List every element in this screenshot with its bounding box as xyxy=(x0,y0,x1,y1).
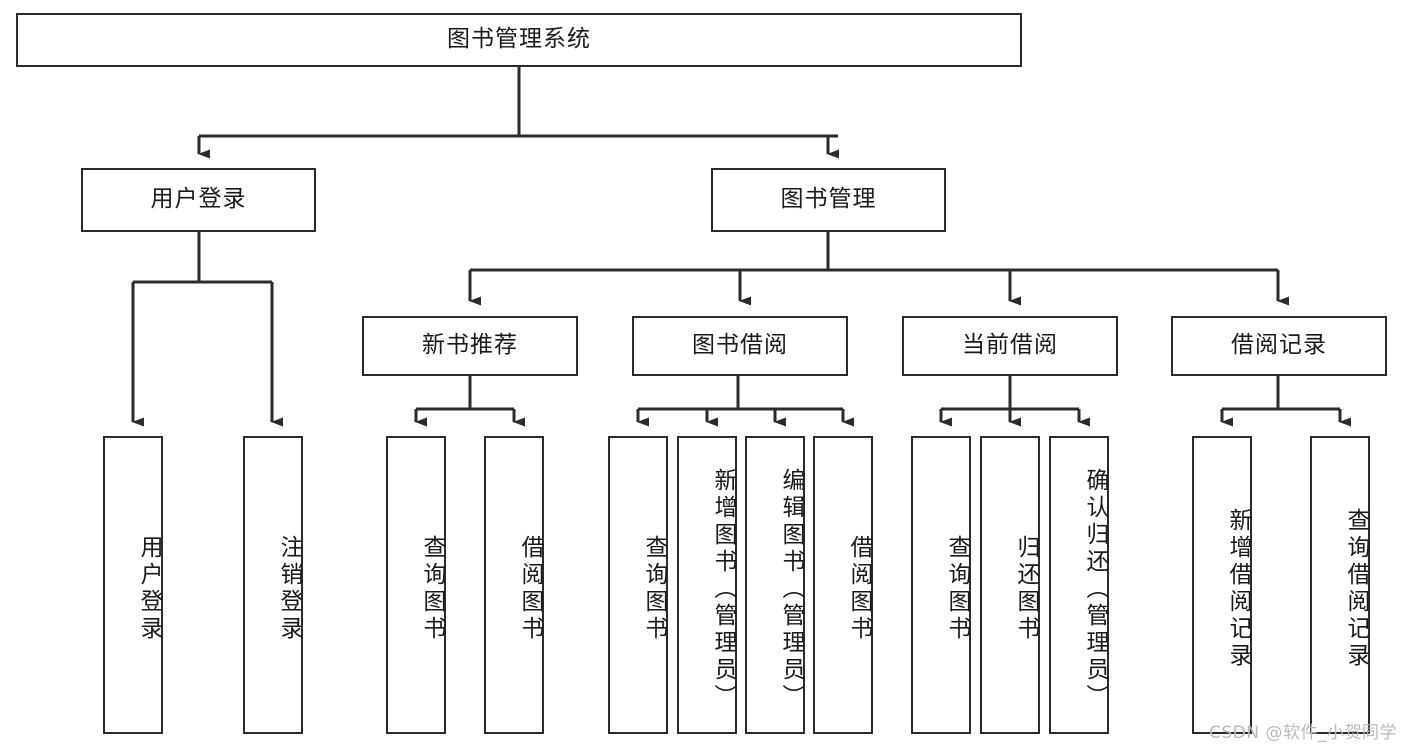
node-book-management[interactable]: 图书管理 xyxy=(711,168,946,232)
leaf-current-confirm-return-admin[interactable]: 确认归还（管理员） xyxy=(1049,436,1109,734)
leaf-user-login-login[interactable]: 用户登录 xyxy=(103,436,163,734)
node-root-book-management-system[interactable]: 图书管理系统 xyxy=(16,13,1022,67)
node-label: 借阅记录 xyxy=(1231,332,1327,359)
node-book-borrow[interactable]: 图书借阅 xyxy=(632,316,848,376)
node-label: 用户登录 xyxy=(136,535,162,643)
node-label: 查询图书 xyxy=(944,535,970,643)
node-label: 图书管理 xyxy=(780,186,877,213)
node-label: 确认归还（管理员） xyxy=(1082,467,1108,711)
node-label: 新增借阅记录 xyxy=(1225,508,1251,670)
node-user-login[interactable]: 用户登录 xyxy=(81,168,316,232)
leaf-record-add-record[interactable]: 新增借阅记录 xyxy=(1192,436,1252,734)
node-label: 当前借阅 xyxy=(962,332,1058,359)
leaf-record-query-record[interactable]: 查询借阅记录 xyxy=(1310,436,1370,734)
leaf-current-return-book[interactable]: 归还图书 xyxy=(980,436,1040,734)
node-label: 查询借阅记录 xyxy=(1343,508,1369,670)
node-label: 查询图书 xyxy=(419,535,445,643)
node-borrow-record[interactable]: 借阅记录 xyxy=(1171,316,1387,376)
leaf-borrow-borrow-book[interactable]: 借阅图书 xyxy=(813,436,873,734)
node-label: 借阅图书 xyxy=(846,535,872,643)
node-label: 编辑图书（管理员） xyxy=(778,467,804,711)
node-label: 查询图书 xyxy=(641,535,667,643)
node-current-borrow[interactable]: 当前借阅 xyxy=(902,316,1118,376)
leaf-recommend-query-book[interactable]: 查询图书 xyxy=(386,436,446,734)
leaf-recommend-borrow-book[interactable]: 借阅图书 xyxy=(484,436,544,734)
node-label: 图书借阅 xyxy=(692,332,788,359)
node-label: 新书推荐 xyxy=(422,332,518,359)
leaf-current-query-book[interactable]: 查询图书 xyxy=(911,436,971,734)
csdn-watermark: CSDN @软件_小贺同学 xyxy=(1209,723,1397,743)
node-new-book-recommend[interactable]: 新书推荐 xyxy=(362,316,578,376)
leaf-borrow-edit-book-admin[interactable]: 编辑图书（管理员） xyxy=(745,436,805,734)
node-label: 注销登录 xyxy=(276,535,302,643)
leaf-borrow-query-book[interactable]: 查询图书 xyxy=(608,436,668,734)
node-label: 用户登录 xyxy=(150,186,247,213)
node-label: 图书管理系统 xyxy=(447,26,591,53)
leaf-borrow-add-book-admin[interactable]: 新增图书（管理员） xyxy=(677,436,737,734)
leaf-user-login-logout[interactable]: 注销登录 xyxy=(243,436,303,734)
node-label: 新增图书（管理员） xyxy=(710,467,736,711)
node-label: 归还图书 xyxy=(1013,535,1039,643)
node-label: 借阅图书 xyxy=(517,535,543,643)
